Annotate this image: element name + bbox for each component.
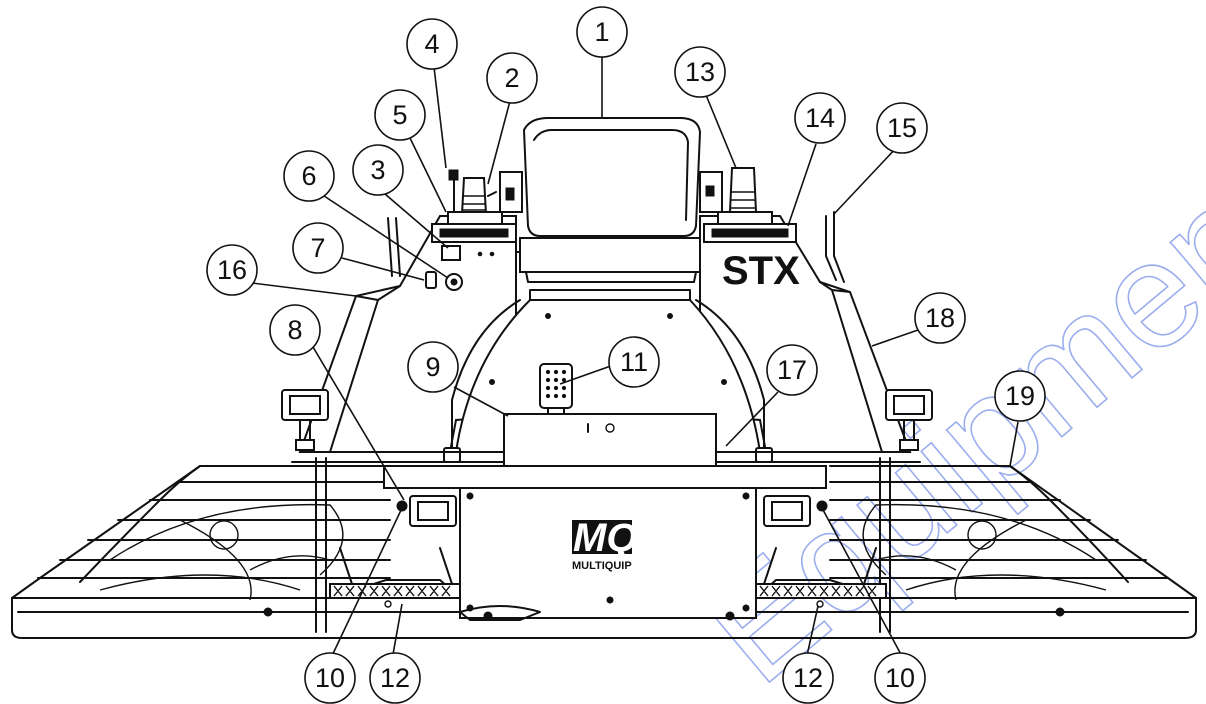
left-joystick: [431, 169, 517, 243]
callout-4: 4: [406, 18, 458, 70]
svg-text:4: 4: [424, 29, 439, 59]
left-control-panel: [425, 245, 495, 291]
callout-6: 6: [283, 150, 335, 202]
svg-text:15: 15: [887, 113, 917, 143]
svg-text:3: 3: [370, 155, 385, 185]
svg-text:MQ: MQ: [573, 516, 637, 560]
upper-work-lights: [281, 389, 933, 451]
callout-11: 11: [608, 336, 660, 388]
callout-7: 7: [292, 222, 344, 274]
callout-12-left: 12: [369, 652, 421, 704]
callout-3: 3: [352, 144, 404, 196]
svg-text:14: 14: [805, 103, 835, 133]
svg-text:18: 18: [925, 303, 955, 333]
svg-text:10: 10: [315, 663, 345, 693]
svg-text:11: 11: [620, 347, 648, 377]
callout-8: 8: [269, 304, 321, 356]
callout-16: 16: [206, 244, 258, 296]
svg-text:2: 2: [504, 63, 519, 93]
callout-5: 5: [374, 89, 426, 141]
svg-text:19: 19: [1005, 381, 1035, 411]
svg-text:8: 8: [287, 315, 302, 345]
callout-13: 13: [674, 46, 726, 98]
operator-seat: [499, 117, 723, 283]
callout-1: 1: [576, 6, 628, 58]
leader-lines: [251, 57, 1019, 661]
callout-10-left-upper: 10: [304, 652, 356, 704]
callout-2: 2: [486, 52, 538, 104]
callouts: 1 2 3 4 5 6 7 8 9 10 11 12 13 14 15 16 1…: [206, 6, 1046, 704]
callout-14: 14: [794, 92, 846, 144]
stx-model-label: STX: [722, 249, 800, 293]
right-joystick: [703, 167, 797, 243]
callout-10-right: 10: [874, 652, 926, 704]
svg-text:1: 1: [594, 17, 609, 47]
svg-text:17: 17: [777, 355, 807, 385]
callout-12-right: 12: [782, 652, 834, 704]
callout-9: 9: [407, 341, 459, 393]
callout-18: 18: [914, 292, 966, 344]
svg-text:12: 12: [793, 663, 823, 693]
svg-text:MULTIQUIP: MULTIQUIP: [572, 560, 632, 572]
svg-text:9: 9: [425, 352, 440, 382]
lower-work-lights: [396, 495, 828, 527]
multiquip-logo: MQ MULTIQUIP: [572, 516, 637, 572]
svg-text:6: 6: [301, 161, 316, 191]
svg-text:16: 16: [217, 255, 247, 285]
callout-19: 19: [994, 370, 1046, 422]
svg-text:12: 12: [380, 663, 410, 693]
svg-text:10: 10: [885, 663, 915, 693]
center-console: [503, 363, 717, 467]
svg-text:7: 7: [310, 233, 325, 263]
svg-text:13: 13: [685, 57, 715, 87]
svg-text:5: 5: [392, 100, 407, 130]
callout-17: 17: [766, 344, 818, 396]
callout-15: 15: [876, 102, 928, 154]
